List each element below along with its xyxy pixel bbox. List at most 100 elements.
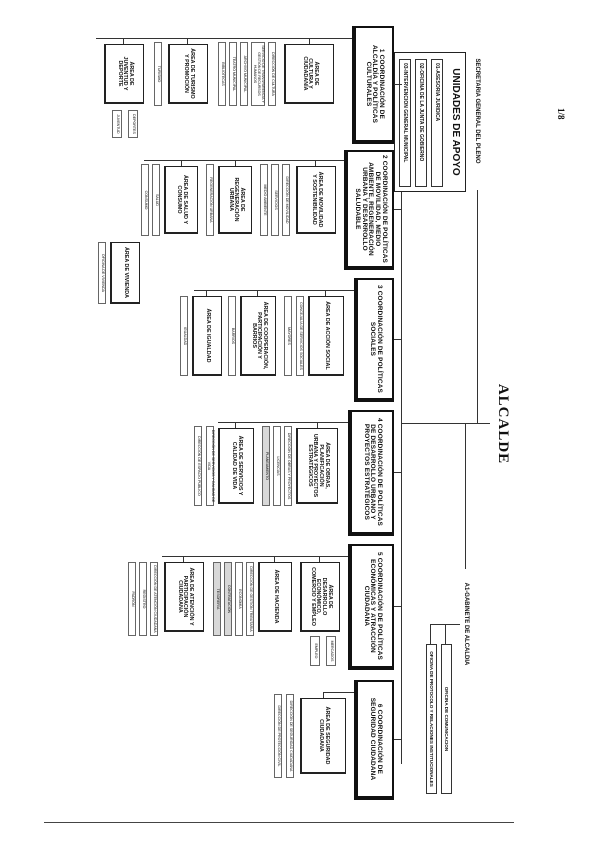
sub-unit: OFICINA DE VIVIENDA xyxy=(98,242,106,304)
connector-line xyxy=(144,160,344,161)
area-cooperacion: ÁREA DE COOPERACIÓN, PARTICIPACIÓN Y BAR… xyxy=(240,296,276,376)
sub-unit: ECONOMÍA xyxy=(235,562,243,636)
sub-unit: DIRECCIÓN DE ESPACIO PÚBLICO xyxy=(194,426,202,506)
area-hacienda: ÁREA DE HACIENDA xyxy=(258,562,292,632)
area-atencion-ciudadana: ÁREA DE ATENCIÓN Y PARTICIPACIÓN CIUDADA… xyxy=(164,562,204,632)
sub-unit: DEPORTES xyxy=(128,110,138,138)
connector-line xyxy=(315,160,316,166)
connector-line xyxy=(430,624,431,644)
connector-line xyxy=(324,692,354,693)
area-regeneracion: ÁREA DE REGENERACIÓN URBANA xyxy=(218,166,252,234)
connector-line xyxy=(181,160,182,166)
coordinacion-3: 3 COORDINACIÓN DE POLÍTICAS SOCIALES xyxy=(354,278,394,402)
connector-line xyxy=(235,422,236,428)
sub-unit: SALUD xyxy=(152,164,160,236)
unidades-apoyo-box: UNIDADES DE APOYO 01-ASESORIA JURIDICA 0… xyxy=(394,52,466,192)
sub-unit: DIRECCIÓN DE ATENCIÓN CIUDADANA xyxy=(150,562,158,636)
area-seguridad: ÁREA DE SEGURIDAD CIUDADANA xyxy=(300,698,346,774)
sub-unit: JUVENTUD xyxy=(112,110,122,138)
sub-unit: TESORERÍA xyxy=(213,562,221,636)
gabinete-label: A1-GABINETE DE ALCALDIA xyxy=(463,582,470,666)
area-turismo: ÁREA DE TURISMO Y PROMOCIÓN xyxy=(168,44,208,104)
connector-line xyxy=(187,38,188,44)
sub-unit: CONSUMO xyxy=(141,164,149,236)
area-cultura: ÁREA DE CULTURA Y CIUDADANÍA xyxy=(284,44,334,104)
connector-line xyxy=(394,472,402,473)
connector-line xyxy=(235,160,236,166)
sub-unit: REGENERACIÓN URBANA xyxy=(206,164,214,236)
sub-unit: TURISMO xyxy=(154,42,162,106)
sub-unit: LICENCIAS xyxy=(273,426,281,506)
connector-line xyxy=(394,339,402,340)
connector-line xyxy=(394,739,402,740)
sub-unit: CONTRATACIÓN xyxy=(224,562,232,636)
connector-line xyxy=(445,624,446,644)
sub-unit: BIBLIOTECAS xyxy=(218,42,226,106)
coordinacion-1: 1 COORDINACIÓN DE ALCALDÍA Y POLÍTICAS C… xyxy=(352,26,394,144)
connector-line xyxy=(402,423,490,424)
area-movilidad: ÁREA DE MOVILIDAD Y SOSTENIBILIDAD xyxy=(296,166,336,234)
footer-rule xyxy=(44,822,514,823)
area-igualdad: ÁREA DE IGUALDAD xyxy=(192,296,222,376)
sub-unit: CONCEJALÍA DE SERVICIOS SOCIALES xyxy=(296,296,304,376)
coordinacion-4: 4 COORDINACIÓN DE POLÍTICAS DE DESARROLL… xyxy=(348,410,394,536)
connector-line xyxy=(183,556,184,562)
connector-line xyxy=(206,290,207,296)
connector-line xyxy=(257,290,258,296)
area-accion-social: ÁREA DE ACCIÓN SOCIAL xyxy=(308,296,344,376)
coordinacion-5: 5 COORDINACIÓN DE POLÍTICAS ECONÓMICAS Y… xyxy=(348,544,394,670)
sub-unit: PLANEAMIENTO xyxy=(262,426,270,506)
area-juventud: ÁREA DE JUVENTUD Y DEPORTE xyxy=(104,44,144,104)
sub-unit: TEATRO MUNICIPAL xyxy=(229,42,237,106)
connector-line xyxy=(317,422,318,428)
sub-unit: DIRECCIÓN DE OBRAS Y PROYECTOS xyxy=(284,426,292,506)
sub-unit: DIRECCIÓN DE SERVICIOS Y CALIDAD DE VIDA xyxy=(206,426,215,506)
connector-line xyxy=(394,606,402,607)
connector-line xyxy=(465,424,466,569)
sub-unit: SERVICIO DE TRANSPARENCIA Y GESTIÓN DE R… xyxy=(251,42,265,106)
sub-unit: DIRECCIÓN DE PROTECCIÓN CIVIL xyxy=(274,694,282,778)
sub-unit: IGUALDAD xyxy=(180,296,188,376)
sub-unit: PADRÓN xyxy=(128,562,136,636)
connector-line xyxy=(218,422,348,423)
connector-line xyxy=(325,290,326,296)
coordinacion-2: 2 COORDINACIÓN DE POLÍTICAS DE MOVILIDAD… xyxy=(344,150,394,270)
oficina-protocolo: OFICINA DE PROTOCOLO Y RELACIONES INSTIT… xyxy=(426,644,437,794)
connector-line xyxy=(123,38,124,44)
connector-line xyxy=(394,84,402,85)
sub-unit: DIRECCIÓN DE CULTURA xyxy=(268,42,276,106)
connector-line xyxy=(323,692,324,698)
sub-unit: SERVICIOS xyxy=(271,164,279,236)
sub-unit: MERCADOS xyxy=(326,636,336,666)
sub-unit: MEDIO AMBIENTE xyxy=(260,164,268,236)
apoyo-item: 01-ASESORIA JURIDICA xyxy=(431,59,443,187)
sub-unit: ARCHIVO MUNICIPAL xyxy=(240,42,248,106)
connector-line xyxy=(194,290,354,291)
sub-unit: BARRIOS xyxy=(228,296,236,376)
area-servicios: ÁREA DE SERVICIOS Y CALIDAD DE VIDA xyxy=(218,428,254,504)
sub-unit: EMPLEO xyxy=(310,636,320,666)
connector-line xyxy=(96,38,352,39)
apoyo-item: 02-OFICINA DE LA JUNTA DE GOBIERNO xyxy=(415,59,427,187)
sub-unit: DIRECCIÓN DE GESTIÓN TRIBUTARIA xyxy=(246,562,254,636)
sub-unit: MAYORES xyxy=(284,296,292,376)
connector-line xyxy=(309,38,310,44)
secretaria-label: SECRETARIA GENERAL DEL PLENO xyxy=(474,58,481,164)
connector-line xyxy=(162,556,348,557)
apoyo-item: 03-INTERVENCION GENERAL MUNICIPAL xyxy=(399,59,411,187)
coordinacion-6: 6 COORDINACIÓN DE SEGURIDAD CIUDADANA xyxy=(354,680,394,800)
area-vivienda: ÁREA DE VIVIENDA xyxy=(110,242,140,304)
connector-line xyxy=(319,556,320,562)
area-salud: ÁREA DE SALUD Y CONSUMO xyxy=(164,166,198,234)
sub-unit: DIRECCIÓN DE SEGURIDAD CIUDADANA xyxy=(286,694,294,778)
sub-unit: REGISTRO xyxy=(139,562,147,636)
connector-line xyxy=(274,556,275,562)
unidades-apoyo-title: UNIDADES DE APOYO xyxy=(450,68,461,176)
page-number: 1/8 xyxy=(556,108,566,120)
area-obras: ÁREA DE OBRAS, PLANIFICACIÓN URBANA Y PR… xyxy=(296,428,338,504)
connector-line xyxy=(394,209,402,210)
area-desarrollo-economico: ÁREA DE DESARROLLO ECONÓMICO, COMERCIO Y… xyxy=(300,562,340,632)
connector-line xyxy=(477,190,478,423)
oficina-comunicacion: OFICINA DE COMUNICACION xyxy=(441,644,452,794)
